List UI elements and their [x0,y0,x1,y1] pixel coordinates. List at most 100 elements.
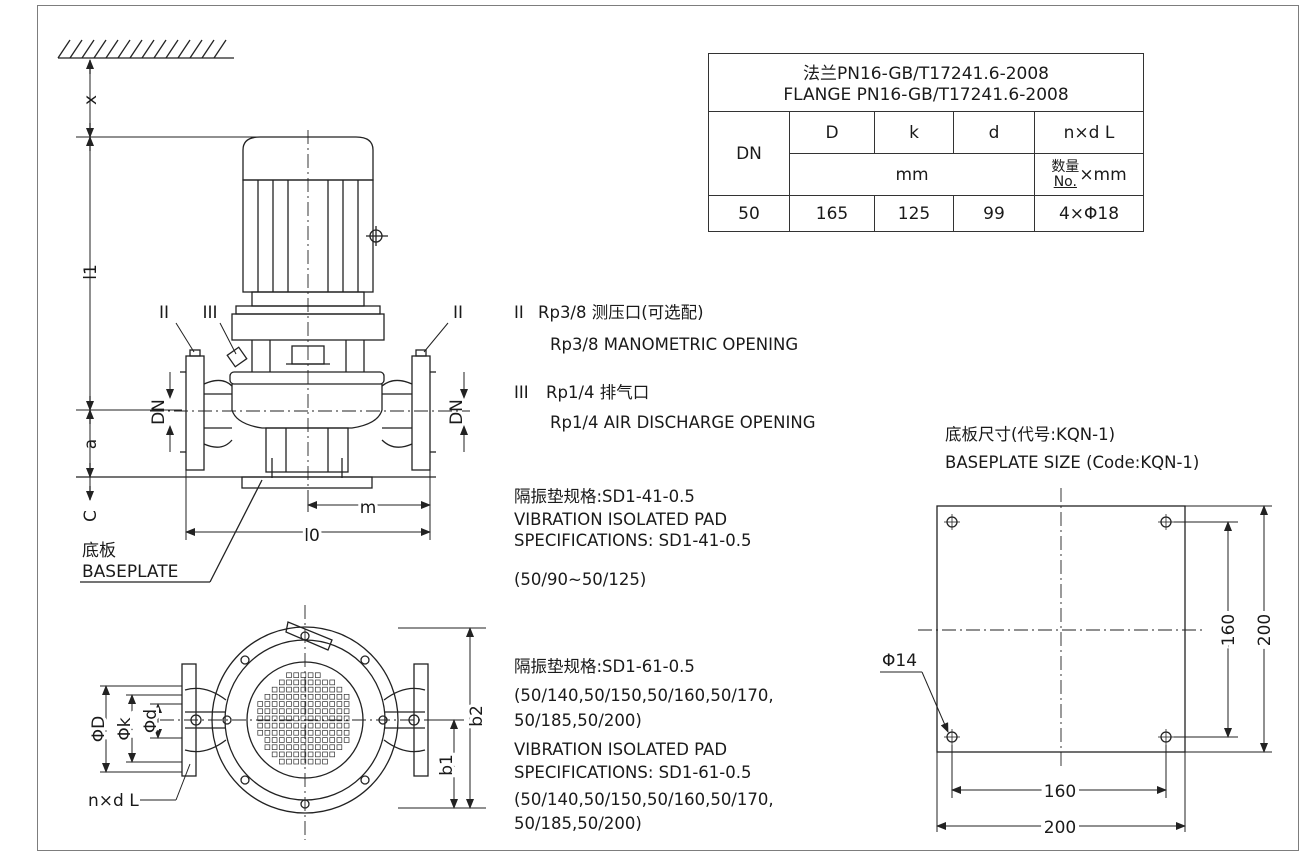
elevation-labels: x l1 a C DN DN m l0 II III II 底板 BASEPLA… [81,95,467,582]
impeller-cell [293,758,299,765]
motor [231,136,388,341]
impeller-cell [315,744,321,750]
impeller-cell [336,730,343,736]
impeller-cell [271,715,278,722]
dim-b2-label: b2 [467,705,487,727]
impeller-cell [300,715,307,722]
impeller-cell [329,722,335,729]
note-ii-cn: Rp3/8 测压口(可选配) [538,303,704,322]
impeller-cell [322,722,328,729]
cell-nxdl: 4×Φ18 [1034,195,1144,232]
impeller-cell [336,701,343,707]
cell-k: 125 [874,195,954,232]
cell-dn: 50 [708,195,790,232]
impeller-cell [279,701,285,707]
impeller-cell [322,708,328,714]
impeller-cell [286,737,292,743]
impeller-cell [329,708,335,714]
impeller-cell [300,708,307,714]
impeller-cell [286,730,292,736]
header-d: d [953,111,1035,154]
cell-D: 165 [789,195,875,232]
impeller-cell [307,686,314,693]
impeller-cell [307,722,314,729]
impeller-cell [293,715,299,722]
impeller-cell [264,737,271,743]
impeller-cell [271,722,278,729]
header-nxdl: n×d L [1034,111,1144,154]
impeller-cell [293,708,299,714]
impeller-cell [343,730,350,736]
impeller-cell [329,701,335,707]
dim-m-label: m [360,498,377,518]
qty-unit-bottom: No. [1053,173,1077,190]
note-iii-cn: Rp1/4 排气口 [546,383,650,402]
impeller-cell [315,722,321,729]
note-iii-mark: III [514,383,529,402]
dim-c-label: C [81,510,101,522]
impeller-cell [300,686,307,693]
impeller-cell [264,708,271,714]
opening-ii-left-label: II [159,303,169,323]
impeller-cell [279,694,285,700]
impeller-cell [307,694,314,700]
flange-title-en: FLANGE PN16-GB/T17241.6-2008 [783,84,1069,105]
opening-ii-right-label: II [453,303,463,323]
ceiling-hatch [57,39,234,59]
impeller-cell [307,730,314,736]
impeller-cell [300,744,307,750]
impeller-cell [329,686,335,693]
pad2-range-en2: 50/185,50/200) [514,814,642,833]
impeller-cell [279,722,285,729]
impeller-cell [300,679,307,686]
dim-l1-label: l1 [81,264,101,280]
header-qty-unit: 数量 No. ×mm [1034,153,1144,196]
impeller-cell [293,701,299,707]
impeller-cell [293,730,299,736]
dim-b1-label: b1 [437,754,457,776]
dn-dimensions [166,372,468,452]
header-k: k [874,111,954,154]
hole-dia-label: Φ14 [882,651,917,671]
impeller-cell [315,751,321,758]
impeller-cell [264,715,271,722]
pad2-en1: VIBRATION ISOLATED PAD [514,740,728,759]
impeller-cell [286,722,292,729]
impeller-cell [322,715,328,722]
coupling-frame [226,340,365,372]
impeller-cell [322,679,328,686]
flange-spec-table: 法兰PN16-GB/T17241.6-2008 FLANGE PN16-GB/T… [708,53,1144,232]
impeller-cell [322,737,328,743]
impeller-cell [279,679,285,686]
dim-phid-label: Φd [141,709,161,733]
impeller-cell [307,679,314,686]
impeller-cell [293,744,299,750]
horizontal-dimensions [185,470,431,540]
qty-unit-top: 数量 [1051,158,1080,175]
opening-iii-label: III [202,303,217,323]
pad2-range-cn1: (50/140,50/150,50/160,50/170, [514,686,774,705]
impeller-cell [307,701,314,707]
impeller-cell [257,715,263,722]
impeller-cell [264,694,271,700]
mounting-holes [944,514,1174,745]
impeller-cell [279,715,285,722]
impeller-cell [293,751,299,758]
impeller-cell [322,730,328,736]
dim-hole-width-label: 160 [1044,782,1076,802]
impeller-cell [279,744,285,750]
impeller-cell [322,701,328,707]
plan-labels: ΦD Φk Φd n×d L b1 b2 [86,702,490,811]
drawing-frame [37,5,1299,851]
impeller-cell [286,758,292,765]
impeller-cell [322,744,328,750]
impeller-cell [315,701,321,707]
impeller-cell [329,737,335,743]
pump-casing [203,371,413,478]
impeller-cell [271,708,278,714]
impeller-cell [336,694,343,700]
cell-d: 99 [953,195,1035,232]
header-dn: DN [708,111,790,196]
note-ii-en: Rp3/8 MANOMETRIC OPENING [550,335,799,354]
impeller-cell [286,694,292,700]
